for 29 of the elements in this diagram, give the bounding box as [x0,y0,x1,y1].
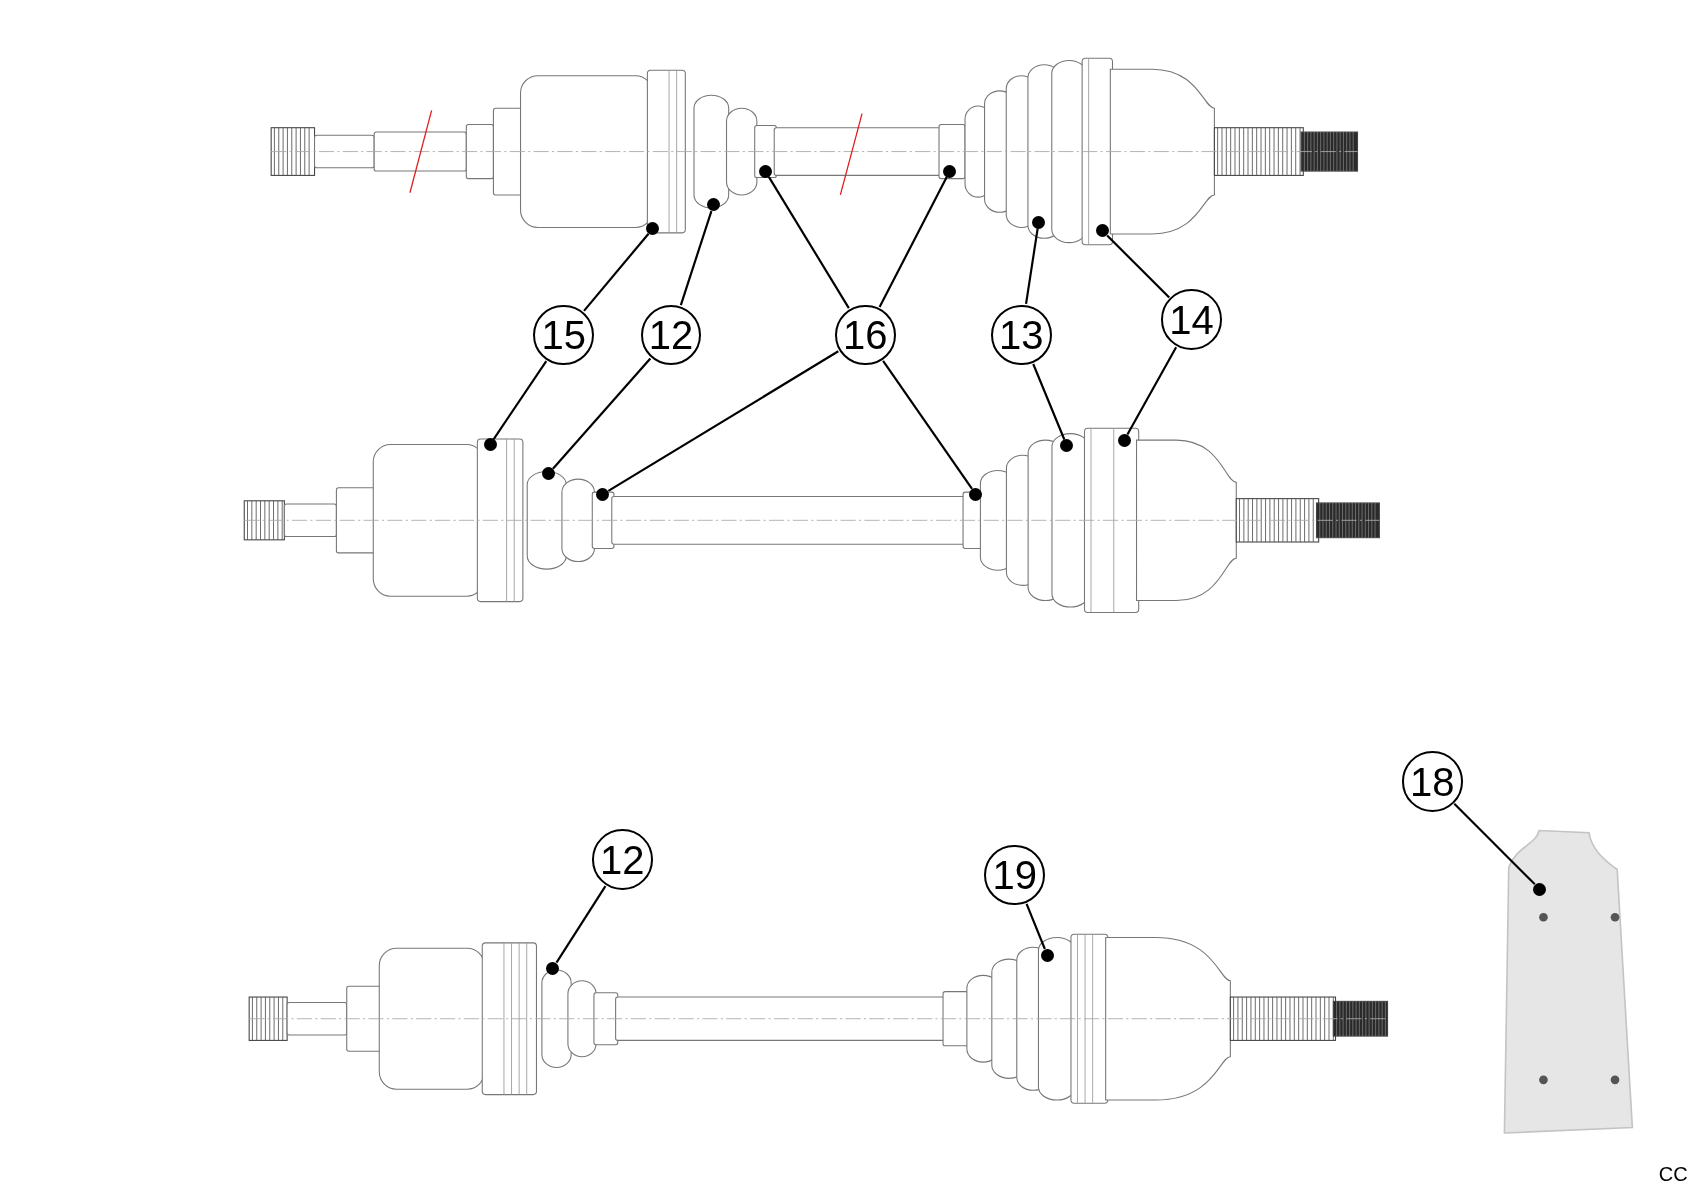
callout-number: 13 [999,315,1044,355]
leader-dot [596,487,610,501]
callout-number: 14 [1169,299,1214,340]
leader-line [1032,363,1066,440]
callout-number: 15 [541,315,586,355]
callout-circle [1401,751,1463,813]
leader-line [767,176,850,309]
leader-line [1126,346,1178,435]
leader-line [1025,903,1046,950]
callout-circle [1161,289,1222,351]
drawing-code: CC [1658,1163,1688,1187]
leader-line [1453,803,1536,886]
leader-dot [546,961,560,975]
callout-number: 12 [648,315,694,355]
callout-number: 18 [1409,761,1455,802]
callout-number: 16 [842,315,888,355]
leader-line [583,233,650,312]
leader-line [679,210,713,306]
leader-line [492,360,548,440]
leader-line [552,357,652,470]
callout-number: 19 [992,854,1038,895]
callout-number: 12 [600,839,645,880]
callout-circle [834,304,896,366]
leader-line [607,350,839,492]
leader-line [882,360,973,490]
leader-line [555,885,607,964]
leader-line [878,176,948,308]
leader-line [1106,234,1170,299]
callout-circle [591,829,653,891]
